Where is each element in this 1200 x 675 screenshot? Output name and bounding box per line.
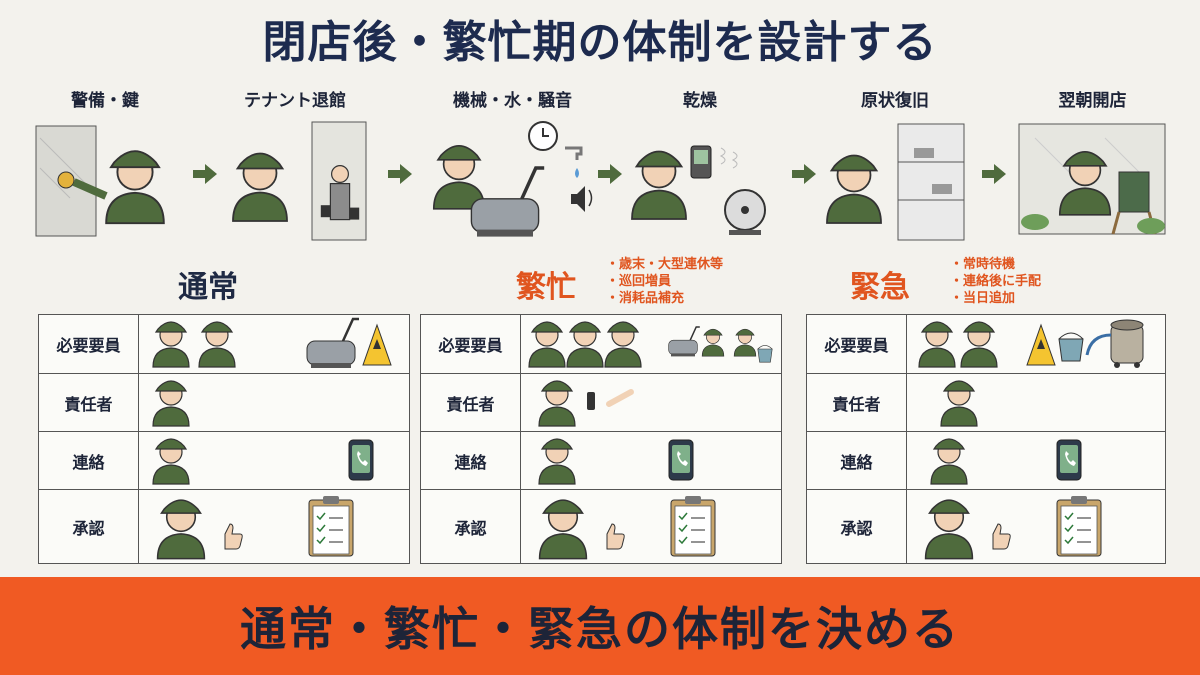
row-label-staff: 必要要員 [807, 315, 907, 373]
contact-icons [152, 438, 374, 485]
flow-step-label: 乾燥 [683, 91, 717, 111]
lead-icons [538, 380, 634, 427]
tenant-leaving-icon [232, 121, 367, 241]
flow-step-label: 翌朝開店 [1058, 91, 1127, 111]
flow-arrow [598, 164, 622, 188]
table-row: 必要要員 [421, 315, 781, 373]
banner-text: 通常・繁忙・緊急の体制を決める [240, 602, 960, 656]
busy-bullet: 消耗品補充 [606, 290, 723, 307]
row-label-approval: 承認 [421, 490, 521, 563]
flow-step-label: 機械・水・騒音 [453, 91, 572, 111]
lead-icons [152, 380, 190, 427]
flow-arrow [193, 164, 217, 188]
flow-step-tenant-leaving: テナント退館 [220, 88, 370, 248]
machine-water-noise-icon [432, 121, 593, 239]
restore-icon [826, 123, 965, 241]
emergency-bullet-list: 常時待機 連絡後に手配 当日追加 [950, 256, 1041, 307]
lead-icons [940, 380, 978, 427]
table-row: 責任者 [421, 373, 781, 431]
flow-step-label: 原状復旧 [861, 91, 929, 111]
page-title: 閉店後・繁忙期の体制を設計する [262, 17, 938, 68]
table-row: 必要要員 [39, 315, 409, 373]
section-heading-normal: 通常 [178, 270, 238, 305]
row-label-contact: 連絡 [421, 432, 521, 489]
flow-step-guard-key: 警備・鍵 [30, 88, 180, 248]
emergency-bullet: 連絡後に手配 [950, 273, 1041, 290]
approval-icons [538, 495, 716, 560]
flow-step-label: テナント退館 [244, 91, 346, 111]
table-row: 連絡 [421, 431, 781, 489]
radio-icon [587, 392, 595, 410]
morning-open-icon [1018, 123, 1166, 235]
busy-bullet: 巡回増員 [606, 273, 723, 290]
row-label-contact: 連絡 [39, 432, 139, 489]
staff-icons [528, 321, 773, 368]
guard-key-icon [35, 125, 165, 237]
staff-icons [152, 317, 392, 370]
contact-icons [538, 438, 694, 485]
table-row: 責任者 [807, 373, 1165, 431]
flow-arrow [388, 164, 412, 188]
table-row: 承認 [421, 489, 781, 563]
table-row: 必要要員 [807, 315, 1165, 373]
table-emergency: 必要要員 責任者 連絡 承認 [806, 314, 1166, 564]
table-row: 承認 [39, 489, 409, 563]
approval-icons [924, 495, 1102, 560]
table-row: 連絡 [807, 431, 1165, 489]
table-busy: 必要要員 責任者 連絡 承認 [420, 314, 782, 564]
row-label-approval: 承認 [39, 490, 139, 563]
row-label-contact: 連絡 [807, 432, 907, 489]
section-heading-emergency: 緊急 [850, 270, 910, 305]
row-label-approval: 承認 [807, 490, 907, 563]
busy-bullet-list: 歳末・大型連休等 巡回増員 消耗品補充 [606, 256, 723, 307]
process-flow: 警備・鍵 テナント退館 機械・水・騒音 [30, 88, 1180, 248]
emergency-bullet: 当日追加 [950, 290, 1041, 307]
table-row: 責任者 [39, 373, 409, 431]
flow-step-drying: 乾燥 [625, 88, 775, 248]
flow-step-machine-water-noise: 機械・水・騒音 [425, 88, 600, 248]
emergency-bullet: 常時待機 [950, 256, 1041, 273]
row-label-lead: 責任者 [39, 374, 139, 431]
table-row: 連絡 [39, 431, 409, 489]
table-normal: 必要要員 責任者 連絡 承認 [38, 314, 410, 564]
flow-step-restore: 原状復旧 [820, 88, 970, 248]
approval-icons [156, 495, 354, 560]
flow-step-morning-open: 翌朝開店 [1015, 88, 1170, 248]
flow-arrow [792, 164, 816, 188]
bottom-banner: 通常・繁忙・緊急の体制を決める [0, 577, 1200, 675]
table-row: 承認 [807, 489, 1165, 563]
row-label-lead: 責任者 [807, 374, 907, 431]
flow-step-label: 警備・鍵 [71, 91, 139, 111]
row-label-staff: 必要要員 [421, 315, 521, 373]
busy-bullet: 歳末・大型連休等 [606, 256, 723, 273]
flow-arrow [982, 164, 1006, 188]
row-label-lead: 責任者 [421, 374, 521, 431]
drying-icon [631, 145, 766, 235]
row-label-staff: 必要要員 [39, 315, 139, 373]
contact-icons [930, 438, 1082, 485]
section-heading-busy: 繁忙 [516, 270, 576, 305]
staff-icons [918, 318, 1145, 370]
